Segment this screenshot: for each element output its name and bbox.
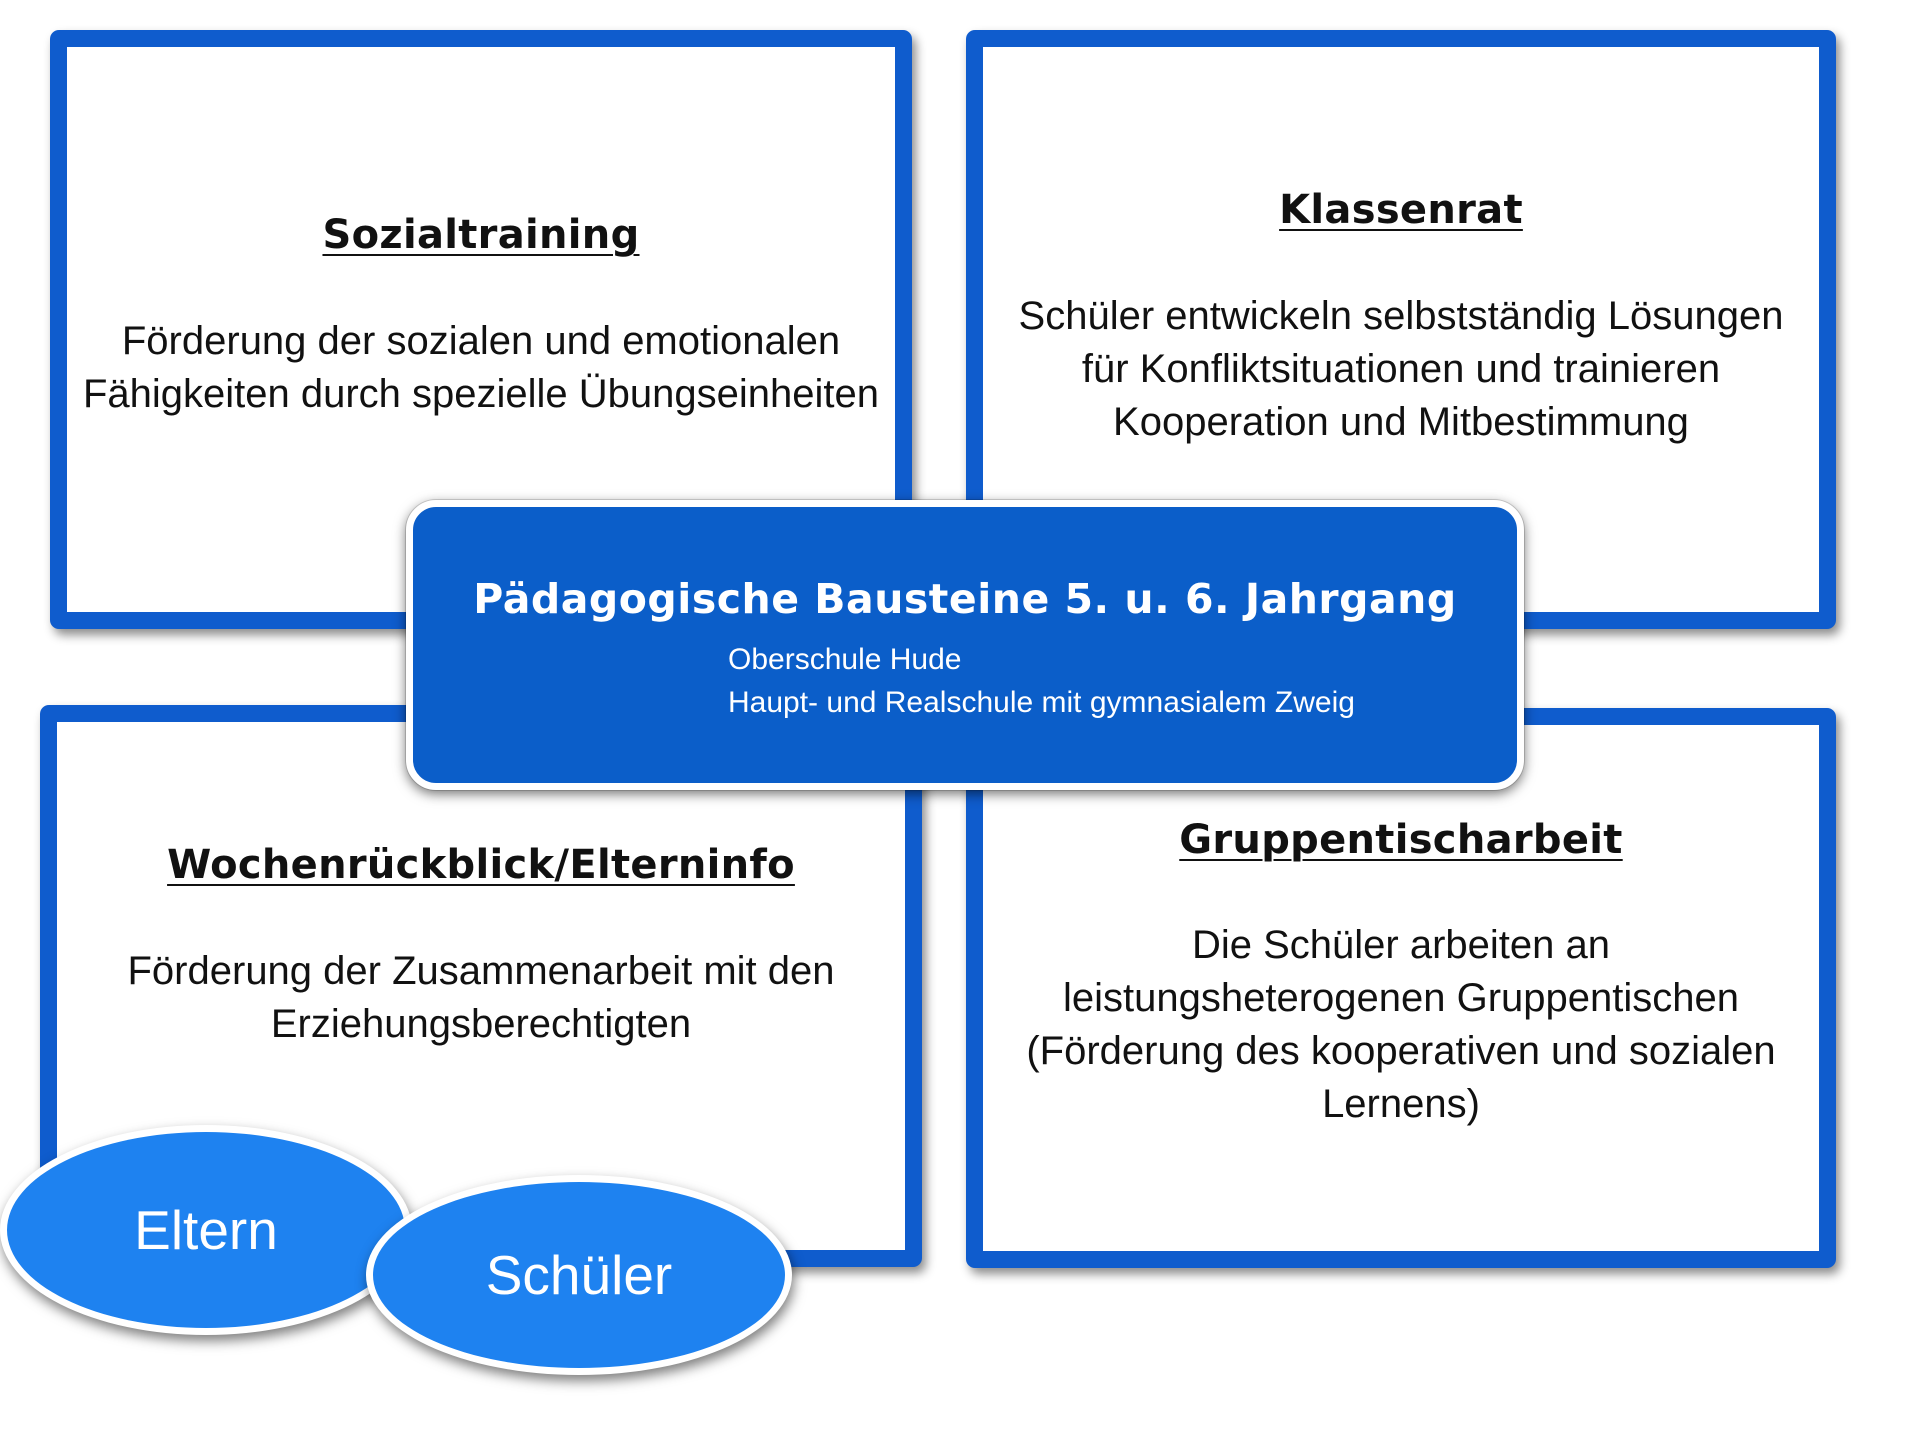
card-title: Gruppentischarbeit (1179, 817, 1623, 863)
center-subtitle-type: Haupt- und Realschule mit gymnasialem Zw… (728, 686, 1355, 719)
card-gruppentischarbeit: Gruppentischarbeit Die Schüler arbeiten … (966, 708, 1836, 1268)
card-sozialtraining: Sozialtraining Förderung der sozialen un… (50, 30, 912, 629)
ellipse-eltern: Eltern (0, 1125, 412, 1335)
center-title: Pädagogische Bausteine 5. u. 6. Jahrgang (473, 575, 1457, 623)
ellipse-label: Schüler (485, 1244, 673, 1306)
center-title-box: Pädagogische Bausteine 5. u. 6. Jahrgang… (406, 500, 1524, 790)
card-description: Förderung der Zusammenarbeit mit den Erz… (127, 949, 835, 1046)
ellipse-schueler: Schüler (366, 1175, 792, 1375)
card-title: Wochenrückblick/Elterninfo (167, 842, 795, 888)
card-description: Die Schüler arbeiten an leistungsheterog… (1026, 923, 1776, 1126)
card-title: Klassenrat (1279, 187, 1523, 233)
card-title: Sozialtraining (322, 212, 640, 258)
center-subtitle-school: Oberschule Hude (728, 643, 962, 676)
card-description: Förderung der sozialen und emotionalen F… (82, 319, 880, 416)
card-description: Schüler entwickeln selbstständig Lösunge… (1018, 294, 1784, 444)
card-klassenrat: Klassenrat Schüler entwickeln selbststän… (966, 30, 1836, 629)
ellipse-label: Eltern (134, 1199, 278, 1261)
